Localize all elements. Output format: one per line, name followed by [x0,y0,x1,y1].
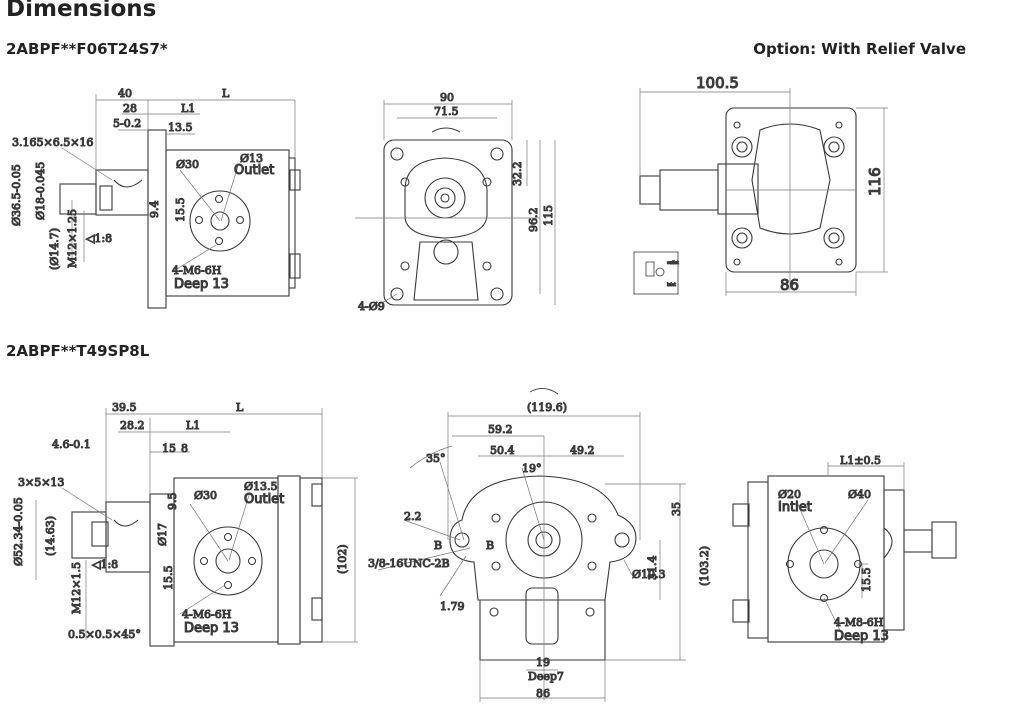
key-spec: 3×5×13 [18,476,64,489]
dim-15-5: 15.5 [174,198,187,223]
section-b-right: B [486,539,494,552]
valve-symbol-outlet: outlet [667,260,679,265]
page-title: Dimensions [6,0,157,22]
dim-l1-tol: L1±0.5 [840,454,881,467]
valve-symbol-inlet: inlet [667,282,676,287]
taper-ratio-2: ◁1:8 [92,558,118,571]
v2-rear-view: L1±0.5 Ø20 Intlet Ø40 15.5 4-M8-6H Deep … [732,453,957,645]
outlet-label: Outlet [234,163,274,178]
dim-l1: L1 [181,102,195,115]
dim-90: 90 [440,91,454,104]
dim-14-63: (14.63) [44,516,57,556]
dim-9-5: 9.5 [166,493,179,511]
angle-19: 19° [522,462,542,475]
model-code-1: 2ABPF**F06T24S7* [6,40,168,58]
shaft-dia-2: Ø18-0.045 [34,162,47,220]
tap-m6-2: 4-M6-6H [182,608,231,621]
dim-4-6: 4.6-0.1 [52,438,91,451]
dia-30: Ø30 [176,158,199,171]
dim-102: (102) [336,544,349,574]
tap-m8: 4-M8-6H [834,616,883,629]
chamfer-spec: 0.5×0.5×45° [68,628,141,641]
dim-28: 28 [123,102,137,115]
taper-ratio: ◁1:8 [86,232,112,245]
dim-35: 35 [670,502,683,516]
option-label: Option: With Relief Valve [753,40,966,58]
dim-15: 15 [162,442,176,455]
deep-7: Deep7 [528,670,564,683]
dim-l1-2: L1 [186,419,200,432]
v1-front-view: 90 71.5 32.2 96.2 115 4-Ø9 [355,90,556,314]
dia-20: Ø20 [778,488,801,501]
unc-thread: 3/8-16UNC-2B [368,557,450,570]
shaft-dia: Ø36.5-0.05 [10,164,23,226]
dim-49-2: 49.2 [570,444,595,457]
dim-9-4: 9.4 [148,201,161,219]
dim-19: 19 [536,656,550,669]
dim-15-5-3: 15.5 [860,568,873,593]
thread-spec: 3.165×6.5×16 [12,136,93,149]
dim-59-2: 59.2 [488,423,513,436]
dim-32-2: 32.2 [511,162,524,187]
thread-m12: M12×1.25 [66,209,79,268]
dim-l: L [222,87,230,100]
deep-label-3: Deep 13 [834,629,889,644]
dim-28-2: 28.2 [120,419,145,432]
dim-5: 5-0.2 [113,117,141,130]
dia-13-5: Ø13.5 [244,480,278,493]
thread-m12-2: M12×1.5 [70,562,83,614]
dim-100-5: 100.5 [696,74,739,92]
dim-103-2: (103.2) [698,546,711,586]
model-code-2: 2ABPF**T49SP8L [6,342,150,360]
v2-front-view: (119.6) 59.2 50.4 49.2 35° 19° 2.2 B B 3… [367,388,712,702]
dim-50-4: 50.4 [490,444,515,457]
inlet-label: Intlet [778,500,812,515]
dia-14-7: (Ø14.7) [48,228,61,270]
dia-13: Ø13 [240,152,263,165]
dim-119-6: (119.6) [527,401,567,414]
v1-side-view: 40 L 28 L1 5-0.2 13.5 3.165×6.5×16 Ø30 Ø… [9,86,301,309]
dim-1-79: 1.79 [440,600,465,613]
outlet-label-2: Outlet [244,492,284,507]
dim-115: 115 [542,205,555,226]
v1-valve-view: outlet inlet 100.5 116 86 [633,73,888,296]
holes-spec: 4-Ø9 [358,300,385,313]
deep-label-2: Deep 13 [184,621,239,636]
dim-15-5-2: 15.5 [162,566,175,591]
dim-8: 8 [181,442,188,455]
dia-17: Ø17 [156,523,169,546]
dim-71-5: 71.5 [434,105,459,118]
dia-40: Ø40 [848,488,871,501]
dim-86-2: 86 [536,687,550,700]
dim-116: 116 [866,167,884,196]
dim-l-2: L [236,401,244,414]
dim-2-2: 2.2 [404,510,422,523]
tap-m6: 4-M6-6H [172,264,221,277]
dia-30-2: Ø30 [194,489,217,502]
dim-86: 86 [780,276,799,294]
dim-96-2: 96.2 [527,208,540,233]
dia-10-3: Ø10.3 [632,568,666,581]
dim-31-4: 31.4 [646,556,659,581]
deep-label: Deep 13 [174,277,229,292]
dim-39-5: 39.5 [112,401,137,414]
dim-40: 40 [118,87,132,100]
dim-13-5: 13.5 [168,121,193,134]
angle-35: 35° [426,452,446,465]
v2-side-view: 39.5 L 28.2 L1 4.6-0.1 15 8 3×5×13 Ø30 Ø… [11,400,358,647]
section-b-left: B [434,539,442,552]
shaft-dia-2: Ø52.34-0.05 [12,497,25,566]
